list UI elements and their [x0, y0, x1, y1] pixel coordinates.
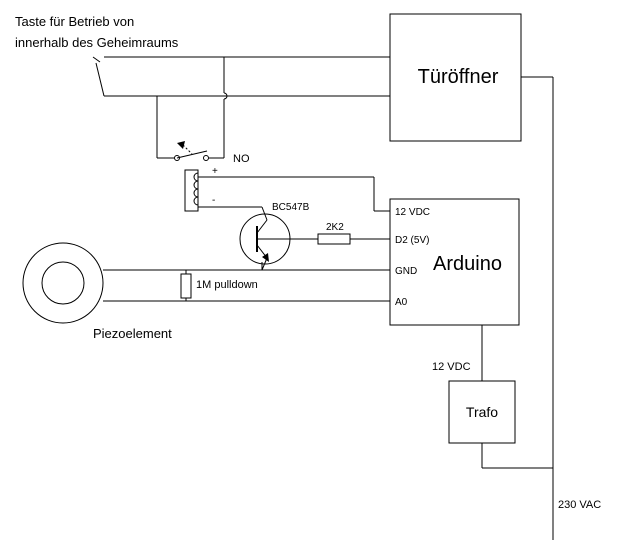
resistor-pulldown: [180, 270, 192, 301]
pin-a0-label: A0: [395, 297, 408, 308]
piezo-label: Piezoelement: [93, 326, 172, 341]
transformer-label: Trafo: [466, 404, 498, 420]
wire-mains: [481, 76, 554, 540]
transistor-label: BC547B: [272, 202, 310, 213]
door-opener-box: [389, 13, 522, 142]
wire-gnd: [103, 262, 390, 271]
relay-plus-label: +: [212, 166, 218, 177]
resistor-base-label: 2K2: [326, 222, 344, 233]
relay-contact: [174, 141, 209, 161]
relay-coil: [184, 169, 374, 212]
relay-contact-wiring: [156, 57, 228, 159]
pin-12vdc-label: 12 VDC: [395, 207, 430, 218]
transformer-box: [448, 380, 516, 444]
pin-gnd-label: GND: [395, 266, 417, 277]
arduino-label: Arduino: [433, 253, 502, 275]
wire-12vdc-feed: [373, 177, 390, 212]
push-button: [92, 56, 390, 97]
transistor: [239, 206, 318, 271]
relay-minus-label: -: [212, 195, 215, 206]
pin-d2-label: D2 (5V): [395, 235, 429, 246]
button-label-line2: innerhalb des Geheimraums: [15, 35, 179, 50]
piezo-element: [22, 242, 104, 324]
relay-contact-label: NO: [233, 153, 250, 165]
door-opener-label: Türöffner: [418, 66, 499, 88]
resistor-base: [317, 233, 390, 245]
mains-label: 230 VAC: [558, 499, 601, 511]
pulldown-label: 1M pulldown: [196, 279, 258, 291]
button-label-line1: Taste für Betrieb von: [15, 14, 134, 29]
arduino-box: [389, 198, 520, 326]
supply-12vdc-label: 12 VDC: [432, 361, 471, 373]
